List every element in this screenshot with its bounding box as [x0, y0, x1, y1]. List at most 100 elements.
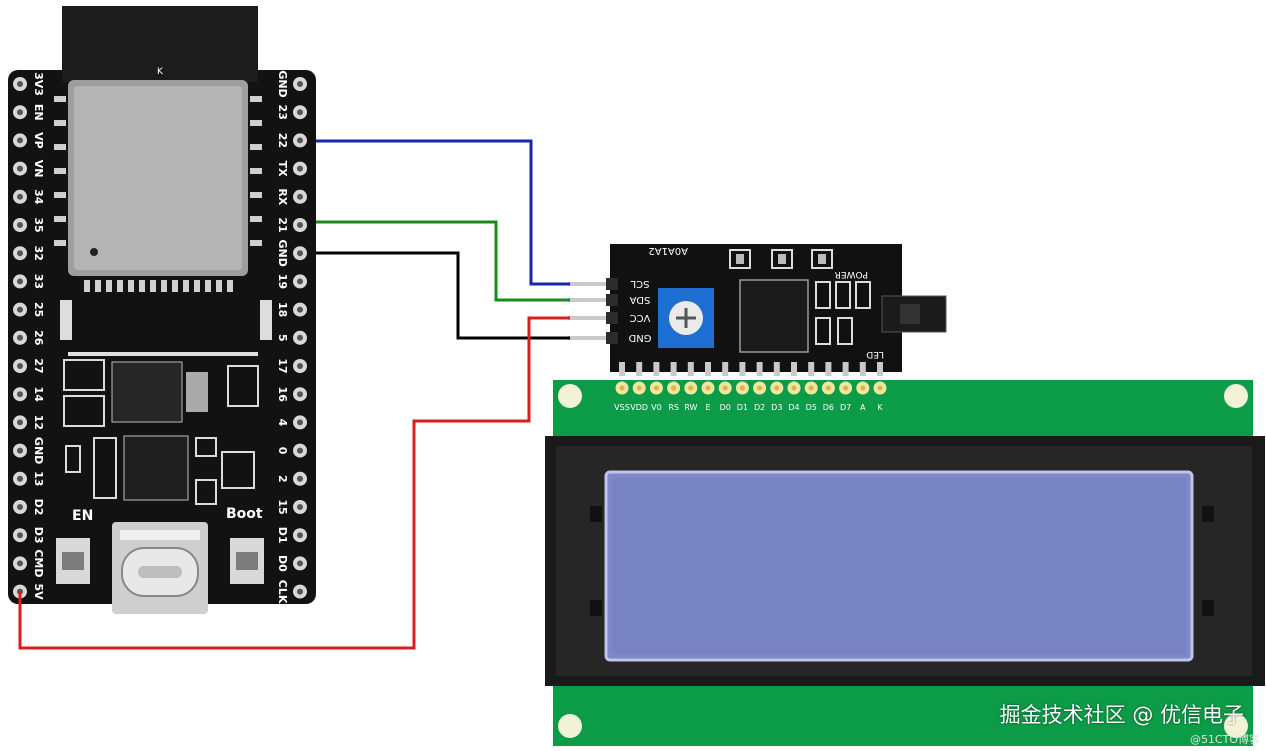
- module-pad: [161, 280, 167, 292]
- module-pad: [95, 280, 101, 292]
- module-pad: [54, 168, 66, 174]
- esp32-left-pin-label: GND: [32, 437, 45, 464]
- en-button-label: EN: [72, 508, 93, 524]
- esp32-right-pin-hole: [297, 222, 303, 228]
- esp32-left-pin-hole: [17, 391, 23, 398]
- esp32-left-pin-label: EN: [32, 104, 45, 121]
- esp32-right-pin-hole: [297, 193, 303, 200]
- esp32-left-pin-label: 35: [32, 217, 45, 232]
- lcd-pad-hole: [825, 385, 831, 391]
- esp32-right-pin-hole: [297, 560, 303, 567]
- address-jumper-label: A0A1A2: [648, 245, 688, 256]
- esp32-left-pin-label: 26: [32, 330, 45, 346]
- lcd-pin-label: D6: [823, 403, 834, 412]
- lcd-pad-hole: [791, 385, 797, 391]
- lcd-pin-label: A: [860, 403, 866, 412]
- wires: [18, 139, 570, 650]
- esp32-left-pin-hole: [17, 222, 23, 228]
- esp32-left-pin-label: 5V: [32, 584, 45, 601]
- esp32-left-pin-label: 14: [32, 387, 45, 403]
- module-pad: [216, 280, 222, 292]
- power-label: POWER: [835, 269, 868, 279]
- boot-button-label: Boot: [226, 506, 263, 522]
- i2c-bottom-pin: [722, 362, 729, 376]
- esp32-right-pin-hole: [297, 532, 303, 539]
- module-pad: [54, 192, 66, 198]
- module-pad: [250, 144, 262, 150]
- i2c-pin-vcc: [568, 316, 614, 320]
- wire-sda: [316, 220, 570, 302]
- esp32-left-pin-label: VP: [32, 132, 45, 149]
- esp32-left-pin-label: D2: [32, 499, 45, 516]
- module-pad: [54, 216, 66, 222]
- module-pad: [117, 280, 123, 292]
- esp32-left-pin-hole: [17, 447, 23, 454]
- esp32-left-pin-hole: [17, 475, 23, 482]
- module-pad: [250, 192, 262, 198]
- lcd-pin-label: K: [877, 403, 883, 412]
- esp32-right-pin-label: 16: [276, 387, 289, 403]
- lcd-pad-hole: [860, 385, 866, 391]
- i2c-bottom-pin: [705, 362, 711, 376]
- esp32-left-pin-label: 13: [32, 471, 45, 486]
- esp32-left-pin-hole: [17, 137, 23, 144]
- esp32-left-pin-label: 33: [32, 274, 45, 289]
- esp32-right-pin-label: 19: [276, 274, 289, 289]
- lcd-pad-hole: [671, 385, 677, 391]
- module-pad: [172, 280, 178, 292]
- i2c-bottom-pin: [791, 362, 797, 376]
- esp32-left-pin-label: 34: [32, 189, 45, 205]
- i2c-bottom-pins: [619, 362, 883, 376]
- i2c-pin-scl: [568, 282, 614, 286]
- i2c-bottom-pin: [756, 362, 763, 376]
- i2c-bottom-pin: [619, 362, 625, 376]
- watermark-text: 掘金技术社区 @ 优信电子: [999, 703, 1244, 727]
- module-pad: [250, 216, 262, 222]
- esp32-left-pin-label: 12: [32, 415, 45, 430]
- esp32-right-pin-label: 22: [276, 133, 289, 148]
- module-pad: [227, 280, 233, 292]
- i2c-pin-label: SCL: [630, 278, 649, 289]
- esp32-left-pin-hole: [17, 334, 23, 341]
- esp32-left-pin-hole: [17, 504, 23, 510]
- esp32-right-pin-label: 21: [276, 217, 289, 232]
- module-pad: [183, 280, 189, 292]
- esp32-left-pin-hole: [17, 109, 23, 116]
- esp32-right-pin-label: 4: [276, 419, 289, 427]
- led-label: LED: [866, 349, 884, 359]
- i2c-pin-base: [606, 332, 618, 344]
- lcd-pin-label: VDD: [630, 403, 648, 412]
- esp32-right-pin-hole: [297, 278, 303, 285]
- i2c-bottom-pin: [687, 362, 694, 376]
- i2c-bottom-pin: [877, 362, 883, 376]
- module-pad: [54, 120, 66, 126]
- esp32-right-pin-label: GND: [276, 240, 289, 267]
- lcd-pin-label: D2: [754, 403, 765, 412]
- esp32-right-pin-hole: [297, 334, 303, 341]
- module-pad: [139, 280, 145, 292]
- esp32-right-pin-label: 23: [276, 105, 289, 120]
- module-pad: [54, 144, 66, 150]
- module-pad: [205, 280, 211, 292]
- esp32-right-pin-label: D0: [276, 555, 289, 572]
- wire-scl: [316, 139, 570, 286]
- esp32-right-pin-label: TX: [276, 161, 289, 178]
- esp32-left-pin-hole: [17, 363, 23, 369]
- i2c-pin-gnd: [568, 336, 614, 340]
- esp32-left-pin-hole: [17, 306, 23, 313]
- lcd-screen: [604, 470, 1194, 662]
- module-pad: [250, 120, 262, 126]
- en-button: EN: [56, 508, 93, 584]
- led-jumper: [881, 295, 947, 333]
- esp32-right-pin-hole: [297, 250, 303, 257]
- lcd-pin-label: RW: [684, 403, 697, 412]
- left-pin-header: 3V3ENVPVN343532332526271412GND13D2D3CMD5…: [13, 72, 45, 600]
- lcd-pin-label: D3: [771, 403, 782, 412]
- i2c-bottom-pin: [636, 362, 643, 376]
- module-pad: [128, 280, 134, 292]
- module-pad: [106, 280, 112, 292]
- lcd-pad-hole: [757, 385, 763, 391]
- module-pad: [194, 280, 200, 292]
